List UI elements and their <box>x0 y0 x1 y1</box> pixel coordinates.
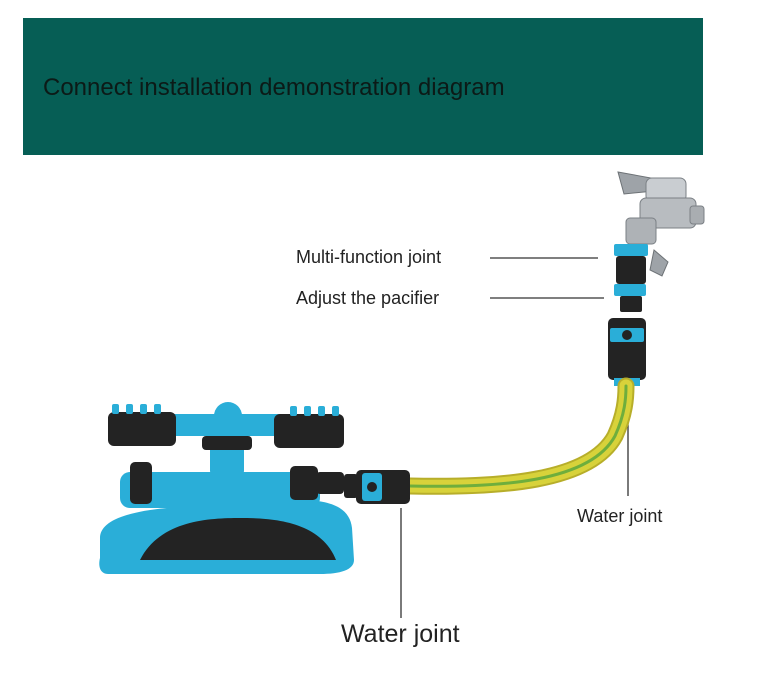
sprinkler-icon <box>99 402 354 574</box>
multi-function-joint-icon <box>614 244 648 284</box>
label-water-joint-bottom: Water joint <box>341 620 460 648</box>
leader-lines <box>400 257 629 618</box>
label-water-joint-right: Water joint <box>577 506 663 526</box>
garden-hose <box>401 377 635 495</box>
water-joint-connector-bottom <box>344 470 410 504</box>
title-banner: Connect installation demonstration diagr… <box>23 18 703 155</box>
label-multi-function-joint: Multi-function joint <box>296 247 442 267</box>
label-adjust-pacifier: Adjust the pacifier <box>296 288 440 308</box>
diagram-title: Connect installation demonstration diagr… <box>43 74 505 101</box>
pacifier-adjuster-icon <box>614 284 646 312</box>
faucet-icon <box>617 171 705 277</box>
water-joint-connector-right <box>608 318 646 386</box>
